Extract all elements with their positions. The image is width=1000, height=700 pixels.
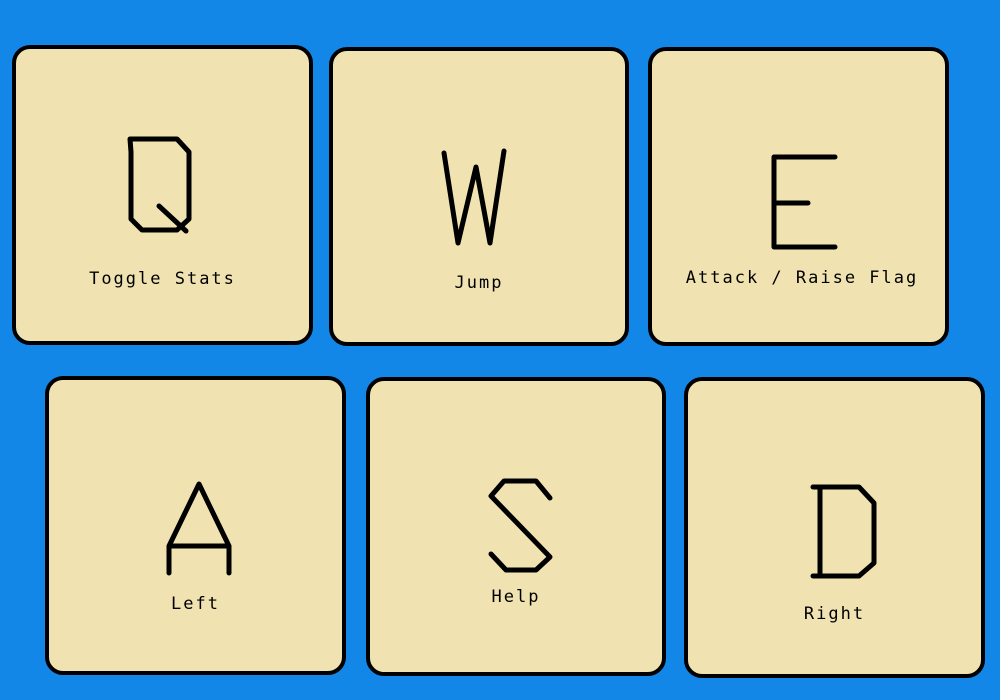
key-w-action-label: Jump bbox=[454, 273, 504, 293]
key-a-card: Left bbox=[45, 376, 346, 675]
key-a-glyph bbox=[166, 481, 232, 576]
key-q-action-label: Toggle Stats bbox=[89, 269, 236, 289]
key-d-glyph bbox=[810, 484, 877, 579]
key-q-glyph bbox=[127, 136, 192, 234]
key-e-card: Attack / Raise Flag bbox=[648, 47, 949, 346]
key-w-glyph bbox=[441, 148, 507, 246]
key-e-glyph bbox=[771, 154, 838, 250]
key-d-card: Right bbox=[684, 377, 985, 678]
key-s-action-label: Help bbox=[491, 587, 541, 607]
key-a-action-label: Left bbox=[171, 594, 220, 614]
key-q-card: Toggle Stats bbox=[12, 45, 313, 345]
key-e-action-label: Attack / Raise Flag bbox=[685, 268, 919, 288]
key-w-card: Jump bbox=[329, 47, 629, 346]
key-d-action-label: Right bbox=[803, 604, 866, 624]
key-s-card: Help bbox=[366, 377, 666, 676]
key-s-glyph bbox=[488, 478, 553, 573]
